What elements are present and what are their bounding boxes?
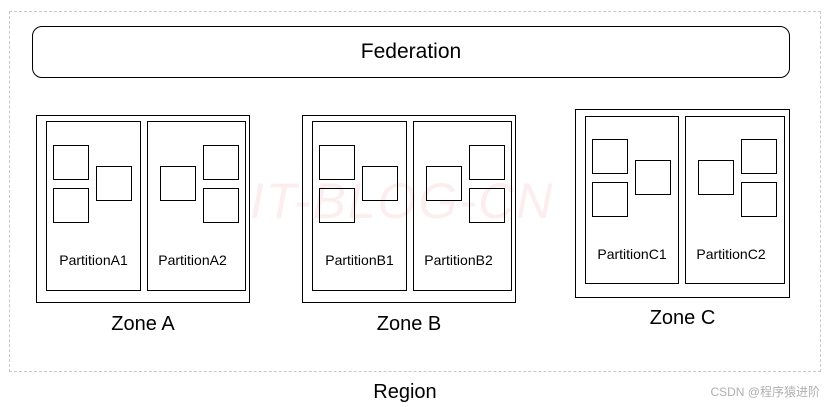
node-box [469, 145, 505, 180]
node-box [426, 166, 462, 201]
node-box [53, 188, 89, 223]
region-boundary [9, 11, 821, 372]
node-box [96, 166, 132, 201]
partition-b2-label: PartitionB2 [424, 252, 493, 268]
credit-text: CSDN @程序猿进阶 [710, 385, 820, 399]
partition-b1-box [312, 121, 407, 291]
partition-c2-box [685, 116, 785, 284]
node-box [635, 160, 671, 195]
partition-c2-label: PartitionC2 [696, 246, 766, 262]
watermark: IT-BLOG-CN [250, 173, 555, 229]
zone-a-label: Zone A [111, 313, 175, 335]
federation-label: Federation [360, 40, 462, 63]
partition-a2-box [147, 121, 246, 291]
node-box [698, 160, 734, 195]
node-box [53, 145, 89, 180]
partition-b2-box [413, 121, 512, 291]
partition-c1-box [585, 116, 679, 284]
node-box [362, 166, 398, 201]
partition-b1-label: PartitionB1 [325, 252, 394, 268]
partition-a2-label: PartitionA2 [158, 252, 227, 268]
partition-c1-label: PartitionC1 [597, 246, 667, 262]
zone-c-label: Zone C [649, 307, 716, 329]
node-box [319, 188, 355, 223]
node-box [592, 139, 628, 174]
zone-c-box [575, 109, 790, 298]
federation-box: Federation [32, 26, 790, 78]
node-box [592, 182, 628, 217]
region-label: Region [373, 381, 437, 403]
node-box [203, 145, 239, 180]
node-box [203, 188, 239, 223]
partition-a1-box [46, 121, 141, 291]
zone-b-label: Zone B [376, 313, 442, 335]
zone-a-box [36, 115, 250, 303]
node-box [319, 145, 355, 180]
zone-b-box [302, 115, 516, 303]
node-box [741, 182, 777, 217]
partition-a1-label: PartitionA1 [59, 252, 128, 268]
node-box [469, 188, 505, 223]
node-box [160, 166, 196, 201]
node-box [741, 139, 777, 174]
